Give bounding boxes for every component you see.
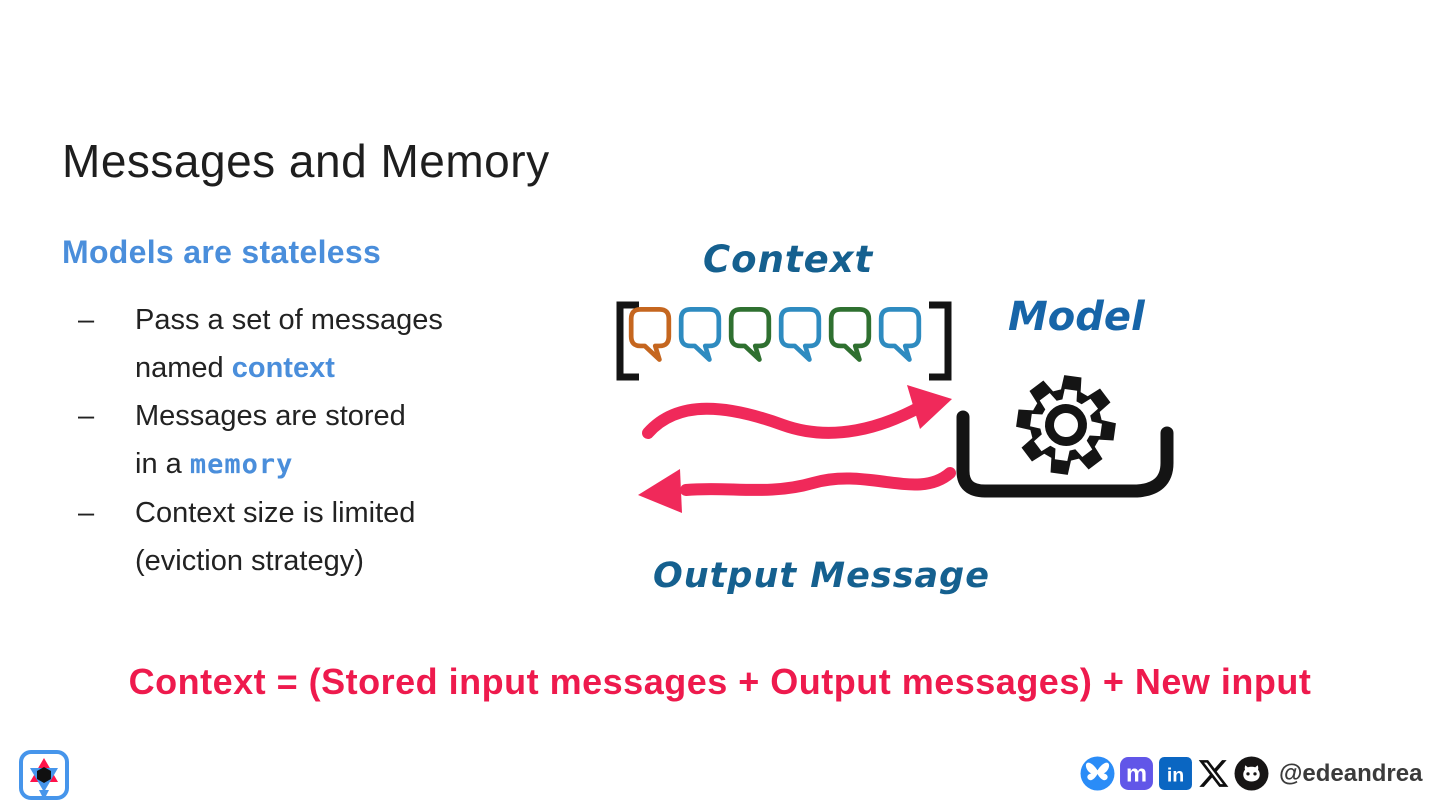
bluesky-icon[interactable]: [1080, 756, 1115, 791]
model-label: Model: [1008, 294, 1145, 340]
bullet-marker: –: [78, 400, 95, 432]
message-bubble-icon: [828, 307, 872, 362]
message-bubble-icon: [778, 307, 822, 362]
right-bracket-icon: [929, 301, 952, 381]
gear-icon: [1016, 375, 1116, 475]
message-bubble-icon: [678, 307, 722, 362]
bullet-item: – Context size is limited(eviction strate…: [78, 489, 558, 585]
social-bar: m in @edeandrea: [1080, 756, 1422, 791]
model-container: [956, 410, 1174, 498]
message-bubble-icon: [628, 307, 672, 362]
bullet-marker: –: [78, 304, 95, 336]
bullet-text: Context size is limited(eviction strateg…: [135, 497, 416, 577]
svg-text:in: in: [1167, 765, 1184, 787]
arrow-to-model: [642, 385, 952, 439]
context-formula: Context = (Stored input messages + Outpu…: [128, 661, 1312, 702]
mastodon-icon[interactable]: m: [1119, 756, 1154, 791]
bullet-marker: –: [78, 497, 95, 529]
message-bubble-icon: [878, 307, 922, 362]
section-heading: Models are stateless: [62, 234, 382, 270]
page-title: Messages and Memory: [62, 135, 550, 187]
left-bracket-icon: [616, 301, 639, 381]
message-bubble-icon: [728, 307, 772, 362]
github-icon[interactable]: [1234, 756, 1269, 791]
arrow-from-model: [638, 467, 956, 513]
flow-arrows: [638, 385, 956, 513]
linkedin-icon[interactable]: in: [1158, 756, 1193, 791]
svg-text:m: m: [1126, 762, 1147, 788]
quarkus-logo: [19, 750, 69, 800]
author-handle[interactable]: @edeandrea: [1279, 759, 1423, 787]
output-message-label: Output Message: [653, 556, 990, 596]
context-label: Context: [703, 238, 874, 281]
x-icon[interactable]: [1197, 757, 1230, 790]
